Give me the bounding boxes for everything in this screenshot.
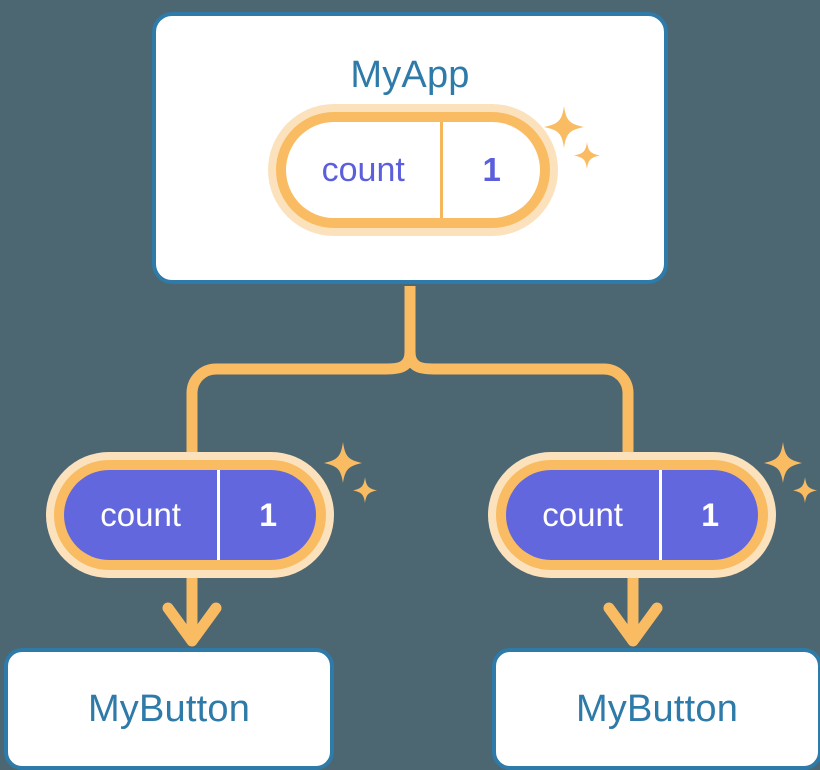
- card-mybutton-right[interactable]: MyButton: [492, 648, 820, 770]
- connector-split-right: [404, 351, 604, 375]
- connector-arrow-right-head: [603, 602, 663, 647]
- card-mybutton-right-label: MyButton: [575, 687, 739, 730]
- signal-pill-child-left-body: count 1: [64, 470, 316, 560]
- card-myapp-title: MyApp: [350, 54, 470, 96]
- card-mybutton-left-label: MyButton: [87, 687, 251, 730]
- signal-pill-child-right[interactable]: count 1: [488, 452, 776, 578]
- connector-branch-right: [603, 363, 634, 470]
- signal-pill-root-value: 1: [482, 151, 501, 188]
- connector-arrow-left-head: [162, 602, 222, 647]
- signal-pill-root-name: count: [286, 122, 444, 218]
- signal-pill-root-body: count 1: [286, 122, 540, 218]
- signal-pill-child-right-value: 1: [701, 496, 720, 533]
- card-mybutton-left[interactable]: MyButton: [4, 648, 334, 770]
- signal-pill-root[interactable]: count 1: [268, 104, 558, 236]
- signal-pill-child-left-value: 1: [259, 496, 278, 533]
- signal-pill-child-left-name: count: [64, 470, 221, 560]
- signal-pill-child-right-name: count: [506, 470, 663, 560]
- connector-split-left: [216, 351, 416, 375]
- signal-pill-child-left[interactable]: count 1: [46, 452, 334, 578]
- signal-pill-child-right-body: count 1: [506, 470, 758, 560]
- connector-branch-left: [186, 363, 217, 470]
